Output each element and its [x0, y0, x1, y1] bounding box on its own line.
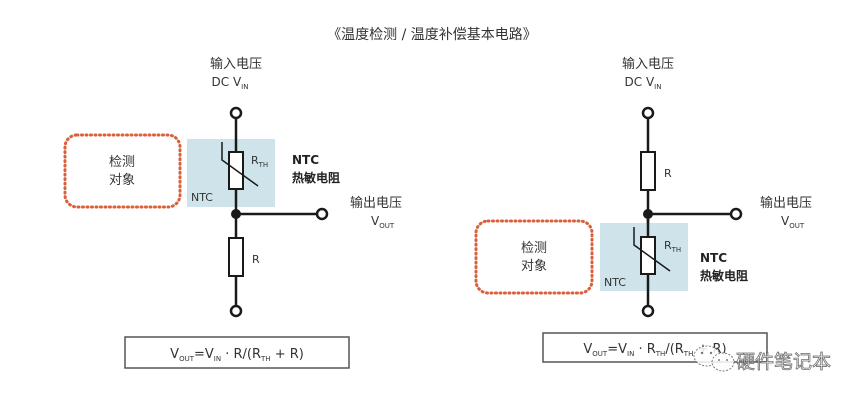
watermark: 硬件笔记本	[693, 345, 831, 373]
right-rth-label: RTH	[664, 239, 681, 254]
left-ntc-title: NTC	[292, 153, 319, 167]
left-input-terminal	[229, 106, 243, 120]
left-output-v-label: VOUT	[371, 214, 395, 230]
left-ntc-box-label: NTC	[191, 191, 213, 204]
left-output-label: 输出电压	[350, 195, 402, 211]
right-object-label-1: 检测	[521, 241, 547, 256]
right-object-box	[474, 219, 594, 295]
right-ground-terminal	[641, 304, 655, 318]
left-formula: VOUT=VIN · R/(RTH + R)	[170, 347, 304, 363]
right-input-terminal	[641, 106, 655, 120]
left-r-label: R	[252, 253, 260, 266]
left-ground-terminal	[229, 304, 243, 318]
right-output-terminal	[729, 207, 743, 221]
right-ntc-desc: 热敏电阻	[700, 268, 748, 283]
right-ntc-box-label: NTC	[604, 276, 626, 289]
left-formula-box	[124, 336, 350, 369]
right-circuit: 输入电压 DC VIN R 输出电压 VOUT NTC RTH NTC 热敏电阻…	[474, 56, 812, 363]
left-input-label: 输入电压	[210, 56, 262, 72]
right-resistor-r	[640, 151, 656, 191]
left-ntc-desc: 热敏电阻	[292, 170, 340, 185]
right-ntc-title: NTC	[700, 251, 727, 265]
left-input-dc-label: DC VIN	[212, 75, 249, 91]
right-thermistor-arrow	[633, 227, 671, 272]
wechat-icon	[693, 345, 735, 372]
right-output-label: 输出电压	[760, 195, 812, 211]
left-rth-label: RTH	[251, 154, 268, 169]
left-object-label-2: 对象	[109, 173, 135, 188]
left-output-terminal	[315, 207, 329, 221]
right-input-label: 输入电压	[622, 56, 674, 72]
right-output-v-label: VOUT	[781, 214, 805, 230]
left-circuit: 输入电压 DC VIN NTC 检测 对象 RTH NTC 热敏电阻 输出电压 …	[63, 56, 402, 369]
left-resistor-r	[228, 237, 244, 277]
right-input-dc-label: DC VIN	[625, 75, 662, 91]
right-r-label: R	[664, 167, 672, 180]
left-object-label-1: 检测	[109, 155, 135, 170]
diagram-title: 《温度检测 / 温度补偿基本电路》	[327, 26, 537, 43]
left-object-box	[63, 133, 182, 209]
right-object-label-2: 对象	[521, 259, 547, 274]
left-thermistor-arrow	[221, 142, 259, 187]
watermark-text: 硬件笔记本	[736, 351, 831, 373]
